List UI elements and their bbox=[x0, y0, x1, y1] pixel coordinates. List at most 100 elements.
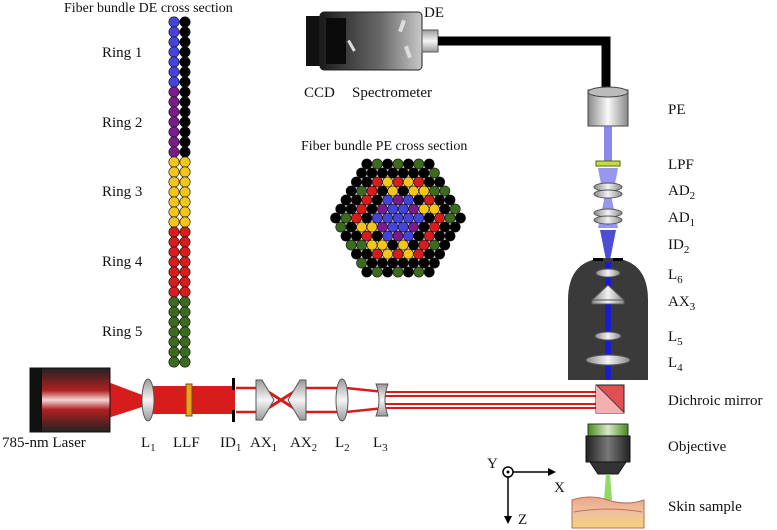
pe-fiber bbox=[423, 212, 435, 224]
pe-fiber bbox=[387, 221, 399, 233]
de-fiber-3 bbox=[179, 206, 191, 218]
pe-fiber bbox=[366, 257, 378, 269]
pe-fiber bbox=[444, 212, 456, 224]
pe-fiber bbox=[449, 203, 461, 215]
de-fiber-4 bbox=[168, 266, 180, 278]
l3-lens bbox=[375, 383, 389, 417]
pe-fiber bbox=[371, 176, 383, 188]
de-fiber-1 bbox=[179, 46, 191, 58]
collection-beam-4 bbox=[600, 230, 616, 260]
pe-fiber bbox=[366, 239, 378, 251]
skin-line bbox=[573, 508, 643, 513]
pe-fiber bbox=[382, 230, 393, 242]
de-fiber-1 bbox=[168, 46, 180, 58]
de-fiber-3 bbox=[179, 156, 191, 168]
id1-iris-top bbox=[232, 378, 235, 390]
de-fiber-4 bbox=[168, 256, 180, 268]
de-fiber-1 bbox=[168, 76, 180, 88]
de-fiber-4 bbox=[179, 276, 191, 288]
de-fiber-2 bbox=[168, 146, 180, 158]
pe-fiber bbox=[356, 203, 367, 215]
skin-sample bbox=[571, 496, 645, 529]
pe-fiber-bundle bbox=[330, 158, 466, 278]
de-fiber-4 bbox=[168, 246, 180, 258]
pe-fiber bbox=[350, 230, 362, 242]
pe-fiber bbox=[434, 212, 445, 224]
pe-fiber bbox=[356, 221, 367, 233]
de-fiber-4 bbox=[168, 286, 180, 298]
de-fiber-2 bbox=[168, 86, 180, 98]
laser-ring-beam-a bbox=[236, 386, 385, 414]
pe-fiber bbox=[413, 266, 425, 278]
de-fiber-5 bbox=[168, 336, 180, 348]
pe-fiber bbox=[371, 212, 383, 224]
l2-label: L2 bbox=[335, 435, 350, 454]
de-fiber-1 bbox=[168, 16, 180, 28]
pe-fiber bbox=[413, 230, 425, 242]
pe-fiber bbox=[392, 248, 404, 260]
collection-beam-1 bbox=[604, 126, 612, 162]
axis-y-dot bbox=[506, 470, 510, 474]
de-fiber-bundle bbox=[168, 16, 191, 368]
pe-fiber bbox=[413, 158, 425, 170]
pe-fiber bbox=[335, 221, 347, 233]
spectrometer-label: Spectrometer bbox=[352, 85, 432, 101]
pe-fiber bbox=[402, 230, 414, 242]
pe-fiber bbox=[366, 221, 378, 233]
de-fiber-2 bbox=[179, 106, 191, 118]
mirror-1 bbox=[398, 19, 406, 33]
pe-fiber bbox=[402, 212, 414, 224]
objective-label: Objective bbox=[668, 439, 727, 455]
pe-fiber bbox=[382, 266, 393, 278]
pe-fiber bbox=[402, 158, 414, 170]
pe-fiber bbox=[387, 167, 399, 179]
id2-iris-left bbox=[593, 258, 603, 261]
llf-filter bbox=[185, 383, 193, 417]
l1-lens bbox=[141, 378, 155, 422]
laser-label: 785-nm Laser bbox=[2, 435, 86, 451]
pe-fiber bbox=[397, 239, 409, 251]
de-fiber-2 bbox=[179, 86, 191, 98]
pe-fiber bbox=[387, 185, 399, 197]
de-fiber-5 bbox=[168, 356, 180, 368]
axis-z-label: Z bbox=[518, 512, 527, 528]
de-fiber-2 bbox=[168, 126, 180, 138]
pe-fiber bbox=[428, 203, 440, 215]
de-fiber-1 bbox=[179, 36, 191, 48]
pe-fiber bbox=[397, 257, 409, 269]
pe-fiber bbox=[361, 230, 373, 242]
ad2-lens-b bbox=[593, 189, 623, 199]
pe-fiber bbox=[397, 203, 409, 215]
lpf-label: LPF bbox=[668, 157, 694, 173]
pe-fiber bbox=[439, 203, 451, 215]
pe-fiber bbox=[439, 221, 451, 233]
pe-fiber bbox=[361, 248, 373, 260]
pe-fiber bbox=[434, 230, 445, 242]
de-fiber-1 bbox=[168, 26, 180, 38]
pe-fiber bbox=[387, 203, 399, 215]
pe-fiber bbox=[340, 212, 352, 224]
pe-fiber bbox=[428, 239, 440, 251]
coordinate-axes bbox=[502, 466, 556, 524]
pe-fiber bbox=[345, 221, 357, 233]
pe-fiber bbox=[382, 212, 393, 224]
id2-label: ID2 bbox=[668, 237, 689, 256]
pe-fiber bbox=[408, 185, 419, 197]
laser-ring-beam-b bbox=[385, 391, 597, 409]
lpf-filter bbox=[595, 160, 621, 167]
pe-fiber bbox=[408, 239, 419, 251]
de-fiber-5 bbox=[179, 306, 191, 318]
de-fiber-3 bbox=[179, 216, 191, 228]
de-fiber-1 bbox=[168, 66, 180, 78]
pe-fiber bbox=[413, 212, 425, 224]
pe-fiber bbox=[345, 239, 357, 251]
de-fiber-2 bbox=[179, 96, 191, 108]
ring-5-label: Ring 5 bbox=[102, 324, 142, 340]
pe-fiber bbox=[376, 221, 388, 233]
pe-fiber bbox=[423, 266, 435, 278]
skin-label: Skin sample bbox=[668, 499, 742, 515]
axis-y-label: Y bbox=[487, 456, 498, 472]
pe-bundle-title: Fiber bundle PE cross section bbox=[301, 139, 467, 154]
de-fiber-5 bbox=[168, 306, 180, 318]
